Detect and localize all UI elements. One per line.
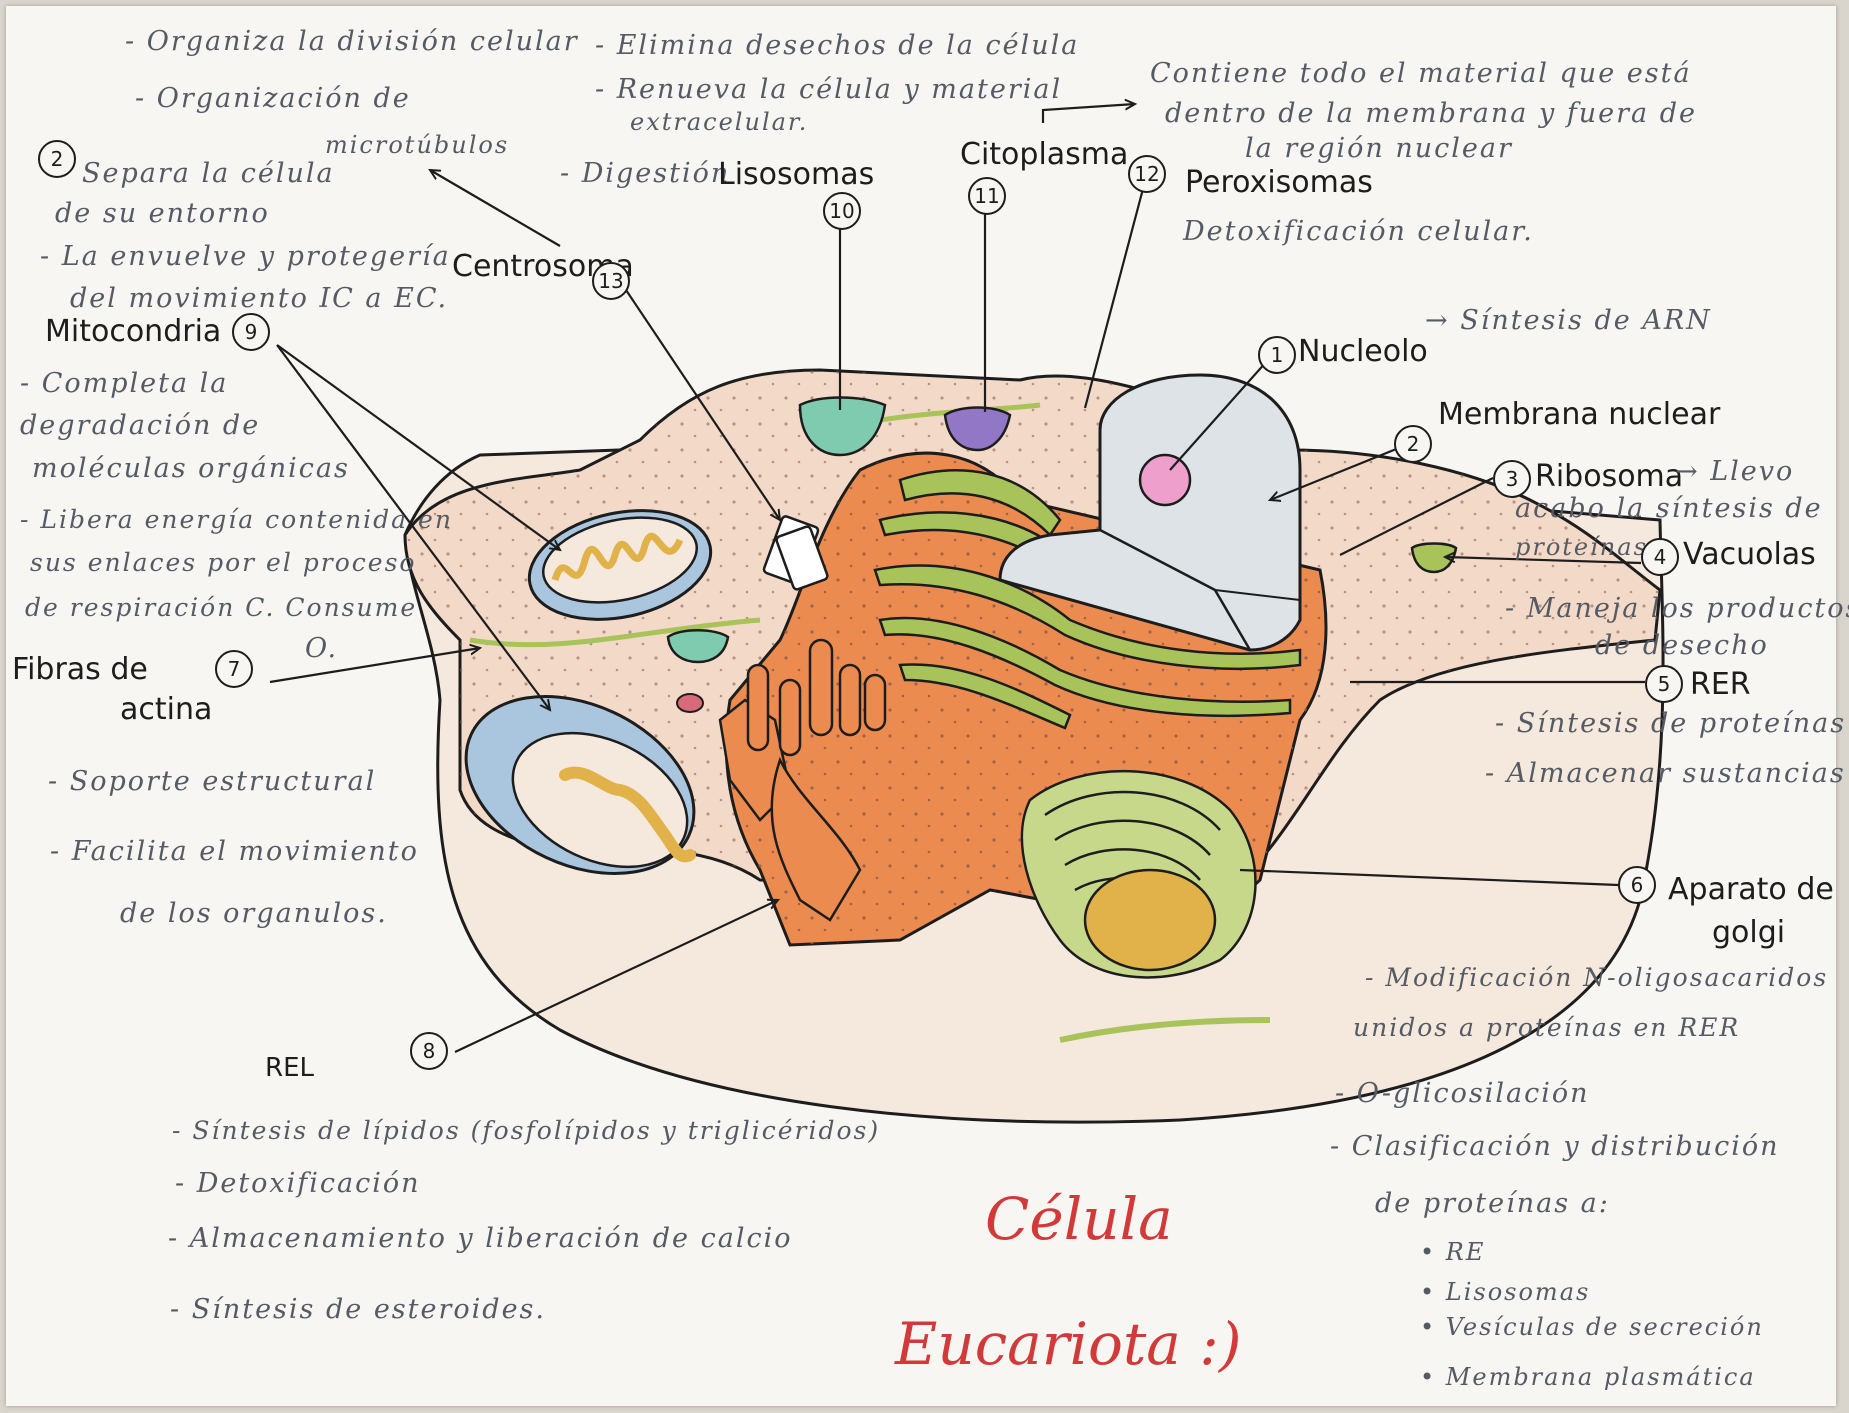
vacuolas-number: 4 bbox=[1641, 538, 1679, 576]
fibras-title-2: actina bbox=[120, 695, 212, 725]
golgi-note-3: - O-glicosilación bbox=[1335, 1080, 1590, 1107]
mitocondria-title: Mitocondria bbox=[45, 317, 221, 347]
centrosoma-note-3: microtúbulos bbox=[325, 133, 509, 157]
mitocondria-note-1: - Completa la bbox=[20, 370, 228, 397]
vacuolas-note-1: - Maneja los productos bbox=[1505, 595, 1849, 622]
rer-title: RER bbox=[1690, 670, 1751, 700]
citoplasma-note-3: la región nuclear bbox=[1245, 135, 1513, 162]
citoplasma-note-1: Contiene todo el material que está bbox=[1150, 60, 1692, 87]
ribosoma-note-1: acabo la síntesis de bbox=[1515, 495, 1823, 522]
ribosoma-note-2: proteínas bbox=[1515, 535, 1648, 559]
membrana-nuclear-number: 2 bbox=[1394, 425, 1432, 463]
centrosoma-number: 13 bbox=[592, 262, 630, 300]
golgi-note-8: • Vesículas de secreción bbox=[1420, 1315, 1764, 1339]
rer-note-2: - Almacenar sustancias bbox=[1485, 760, 1846, 787]
lisosomas-number: 10 bbox=[823, 192, 861, 230]
centrosoma-note-1: - Organiza la división celular bbox=[125, 28, 579, 55]
lisosomas-note-2: - Renueva la célula y material bbox=[595, 76, 1062, 103]
membrana-note-2: de su entorno bbox=[55, 200, 270, 227]
rel-note-4: - Síntesis de esteroides. bbox=[170, 1296, 546, 1323]
citoplasma-title: Citoplasma bbox=[960, 140, 1128, 170]
ribosoma-title: Ribosoma bbox=[1535, 462, 1683, 492]
rel-note-3: - Almacenamiento y liberación de calcio bbox=[168, 1225, 793, 1252]
mitocondria-note-4: - Libera energía contenida en bbox=[20, 507, 453, 532]
golgi-title-1: Aparato de bbox=[1668, 875, 1834, 905]
caption-line-1: Célula bbox=[985, 1190, 1173, 1248]
fibras-title-1: Fibras de bbox=[12, 655, 148, 685]
membrana-note-4: del movimiento IC a EC. bbox=[70, 285, 448, 312]
mitocondria-note-2: degradación de bbox=[20, 412, 260, 439]
mitocondria-note-3: moléculas orgánicas bbox=[32, 455, 350, 482]
lisosomas-title: Lisosomas bbox=[718, 160, 874, 190]
nucleolo-number: 1 bbox=[1258, 336, 1296, 374]
golgi-note-1: - Modificación N-oligosacaridos bbox=[1365, 965, 1828, 990]
membrana-note-3: - La envuelve y protegería bbox=[40, 243, 451, 270]
mitocondria-note-6: de respiración C. Consume bbox=[25, 595, 417, 620]
rel-title: REL bbox=[265, 1055, 314, 1081]
ribosoma-desc: → Llevo bbox=[1675, 458, 1794, 485]
rel-note-2: - Detoxificación bbox=[175, 1170, 421, 1197]
golgi-note-9: • Membrana plasmática bbox=[1420, 1365, 1756, 1389]
golgi-title-2: golgi bbox=[1712, 918, 1785, 948]
rel-note-1: - Síntesis de lípidos (fosfolípidos y tr… bbox=[172, 1118, 880, 1143]
membrana-number: 2 bbox=[38, 140, 76, 178]
mitocondria-number: 9 bbox=[232, 313, 270, 351]
golgi-note-5: de proteínas a: bbox=[1375, 1190, 1610, 1217]
lisosomas-note-4: - Digestión bbox=[560, 160, 730, 187]
golgi-number: 6 bbox=[1618, 866, 1656, 904]
citoplasma-note-2: dentro de la membrana y fuera de bbox=[1165, 100, 1697, 127]
lisosomas-note-1: - Elimina desechos de la célula bbox=[595, 32, 1079, 59]
mitocondria-note-7: O. bbox=[305, 635, 338, 662]
golgi-note-2: unidos a proteínas en RER bbox=[1353, 1015, 1740, 1040]
lisosomas-note-3: extracelular. bbox=[630, 110, 808, 134]
peroxisomas-desc: Detoxificación celular. bbox=[1183, 218, 1534, 245]
rer-number: 5 bbox=[1645, 665, 1683, 703]
golgi-note-6: • RE bbox=[1420, 1240, 1485, 1264]
rel-number: 8 bbox=[410, 1032, 448, 1070]
nucleolus bbox=[1140, 455, 1190, 505]
vacuolas-title: Vacuolas bbox=[1683, 540, 1816, 570]
mitocondria-note-5: sus enlaces por el proceso bbox=[30, 550, 416, 575]
small-vesicle bbox=[677, 694, 703, 712]
golgi-note-7: • Lisosomas bbox=[1420, 1280, 1590, 1304]
golgi-note-4: - Clasificación y distribución bbox=[1330, 1133, 1780, 1160]
membrana-note-1: Separa la célula bbox=[82, 160, 335, 187]
rer-note-1: - Síntesis de proteínas bbox=[1495, 710, 1846, 737]
nucleolo-desc: → Síntesis de ARN bbox=[1425, 307, 1712, 334]
fibras-note-2: - Facilita el movimiento bbox=[50, 838, 419, 865]
centrosoma-note-2: - Organización de bbox=[135, 85, 411, 112]
membrana-nuclear-title: Membrana nuclear bbox=[1438, 400, 1720, 430]
vacuolas-note-2: de desecho bbox=[1595, 632, 1769, 659]
peroxisomas-number: 12 bbox=[1128, 155, 1166, 193]
fibras-number: 7 bbox=[215, 650, 253, 688]
caption-line-2: Eucariota :) bbox=[895, 1315, 1241, 1373]
peroxisomas-title: Peroxisomas bbox=[1185, 168, 1373, 198]
fibras-note-1: - Soporte estructural bbox=[48, 768, 376, 795]
fibras-note-3: de los organulos. bbox=[120, 900, 388, 927]
nucleolo-title: Nucleolo bbox=[1298, 337, 1428, 367]
citoplasma-number: 11 bbox=[968, 177, 1006, 215]
